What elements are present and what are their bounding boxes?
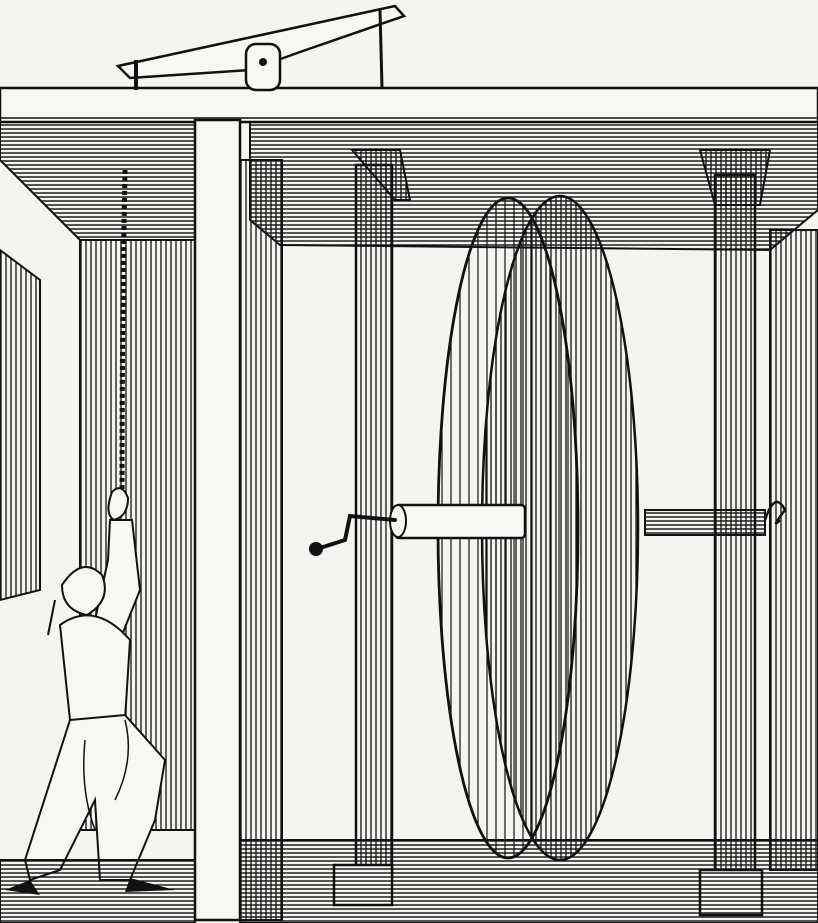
axle: [389, 500, 787, 540]
lever-beam: [115, 4, 407, 92]
ceiling-beam: [0, 86, 818, 124]
pulling-figure: [5, 487, 175, 895]
crank-handle: [309, 513, 397, 556]
wooden-post-center-left: [193, 118, 283, 922]
rope: [119, 169, 128, 491]
floor-planks: [0, 839, 818, 923]
